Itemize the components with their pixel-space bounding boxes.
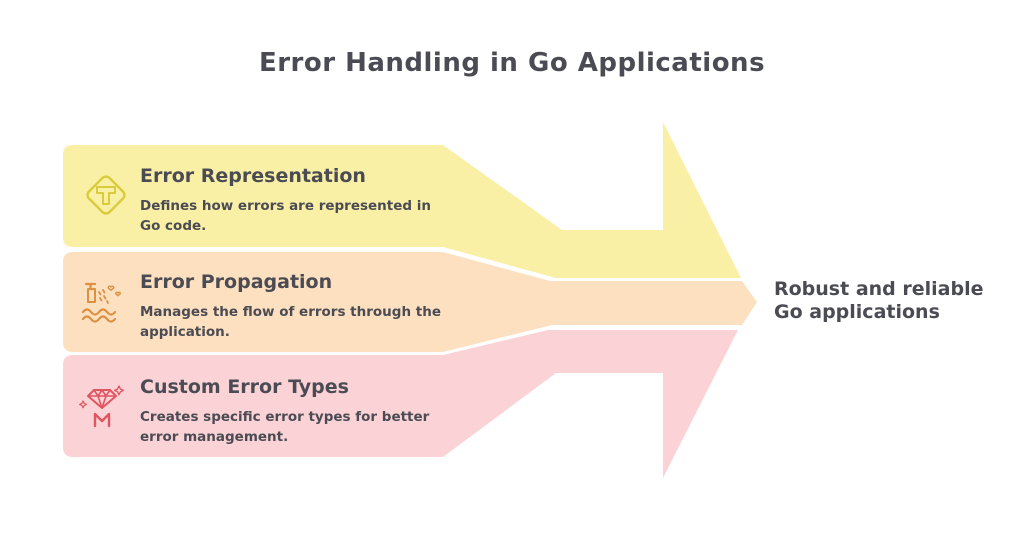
band-desc-error-representation: Defines how errors are represented in Go… xyxy=(140,198,431,234)
pipe-water-flow-icon xyxy=(81,282,121,323)
gem-sparkle-icon xyxy=(79,385,125,428)
outcome-label-line2: Go applications xyxy=(774,301,940,324)
t-sign-diamond-icon xyxy=(86,175,126,215)
outcome-label: Robust and reliable Go applications xyxy=(774,278,994,324)
band-shape-error-propagation xyxy=(63,252,757,352)
band-title-error-propagation: Error Propagation xyxy=(140,271,333,293)
band-desc-error-propagation: Manages the flow of errors through the a… xyxy=(140,304,441,340)
band-shape-error-representation xyxy=(63,122,741,278)
outcome-label-line1: Robust and reliable xyxy=(774,278,984,300)
band-title-error-representation: Error Representation xyxy=(140,165,366,187)
diagram-title: Error Handling in Go Applications xyxy=(258,48,766,78)
band-desc-custom-error-types: Creates specific error types for better … xyxy=(140,409,430,445)
band-title-custom-error-types: Custom Error Types xyxy=(140,376,349,398)
band-shape-custom-error-types xyxy=(63,330,738,478)
